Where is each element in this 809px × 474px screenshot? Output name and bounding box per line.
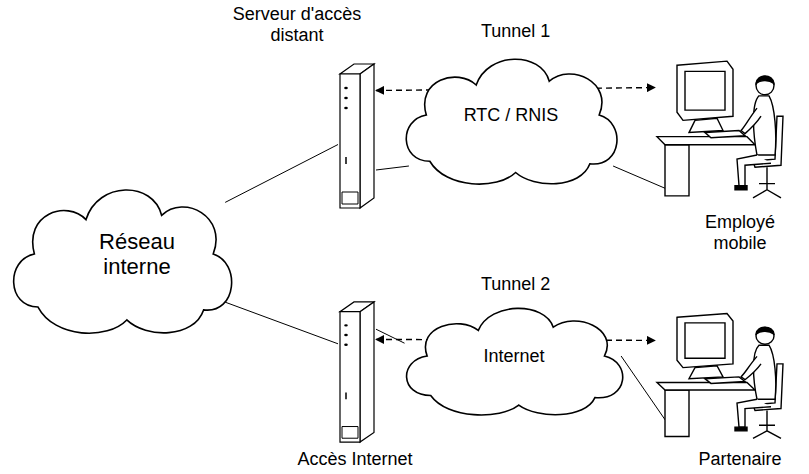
network-name: Internet (483, 346, 544, 367)
person-leg (737, 155, 771, 186)
pc-shape (655, 55, 795, 203)
person-leg (737, 399, 771, 427)
tunnel-label: Tunnel 2 (479, 274, 552, 295)
person-shoe (735, 427, 747, 431)
server-base (342, 192, 358, 204)
server-shape (338, 300, 376, 446)
person-body (754, 345, 776, 399)
server-led (344, 334, 348, 336)
server-front (340, 312, 360, 442)
desk (657, 382, 755, 389)
network-name: Réseau interne (82, 229, 192, 280)
server-led (344, 344, 348, 346)
link-line (225, 145, 338, 203)
tunnel-label: Tunnel 1 (479, 21, 552, 42)
user-label: Employé mobile (685, 212, 795, 253)
workstation: Partenaire (655, 308, 795, 443)
internet-access-server: Accès Internet (338, 300, 376, 446)
desk (657, 137, 755, 145)
person-hair (756, 76, 774, 84)
monitor (677, 61, 733, 120)
link-line (613, 166, 672, 191)
chair-base (753, 410, 781, 438)
server-base (342, 427, 358, 439)
monitor-screen (685, 323, 725, 358)
network-name: RTC / RNIS (464, 105, 559, 126)
person-head (756, 328, 774, 345)
person-arm (741, 356, 761, 379)
link-line (376, 166, 409, 170)
person-head (756, 76, 774, 94)
server-led (344, 324, 348, 326)
server-side (360, 64, 374, 208)
pc-shape (655, 308, 795, 443)
person-body (754, 96, 776, 155)
person-hair (756, 327, 774, 334)
person-shoe (735, 186, 747, 190)
server-front (340, 74, 360, 208)
keyboard (705, 131, 745, 138)
server-led (344, 107, 348, 109)
cloud-text-area: RTC / RNIS (395, 40, 627, 190)
link-line (225, 302, 338, 344)
workstation: Employé mobile (655, 55, 795, 203)
person-arm (741, 108, 761, 134)
network-cloud: Réseau interne (2, 168, 242, 340)
monitor-stand (689, 366, 723, 379)
keyboard (705, 377, 745, 384)
server-side (360, 302, 374, 442)
monitor-screen (685, 71, 725, 110)
cloud-text-area: Réseau interne (2, 168, 242, 340)
monitor (677, 314, 733, 368)
server-shape (338, 62, 376, 212)
chair-base (753, 167, 781, 198)
link-line (376, 329, 405, 343)
server-label: Serveur d'accès distant (225, 4, 370, 45)
server-led (344, 97, 348, 99)
pc-tower (665, 145, 689, 196)
server-label: Accès Internet (270, 449, 440, 470)
cloud-outline (407, 308, 623, 415)
server-led (344, 87, 348, 89)
cloud-outline (14, 190, 232, 333)
monitor-stand (689, 118, 723, 132)
network-cloud: RTC / RNIS (395, 40, 627, 190)
user-label: Partenaire (680, 449, 800, 470)
remote-access-server: Serveur d'accès distant (338, 62, 376, 212)
cloud-outline (406, 59, 617, 184)
pc-tower (665, 390, 689, 437)
server-button (345, 157, 347, 164)
network-cloud: Internet (395, 292, 633, 420)
cloud-text-area: Internet (395, 292, 633, 420)
link-line (621, 356, 672, 430)
server-button (345, 392, 347, 399)
